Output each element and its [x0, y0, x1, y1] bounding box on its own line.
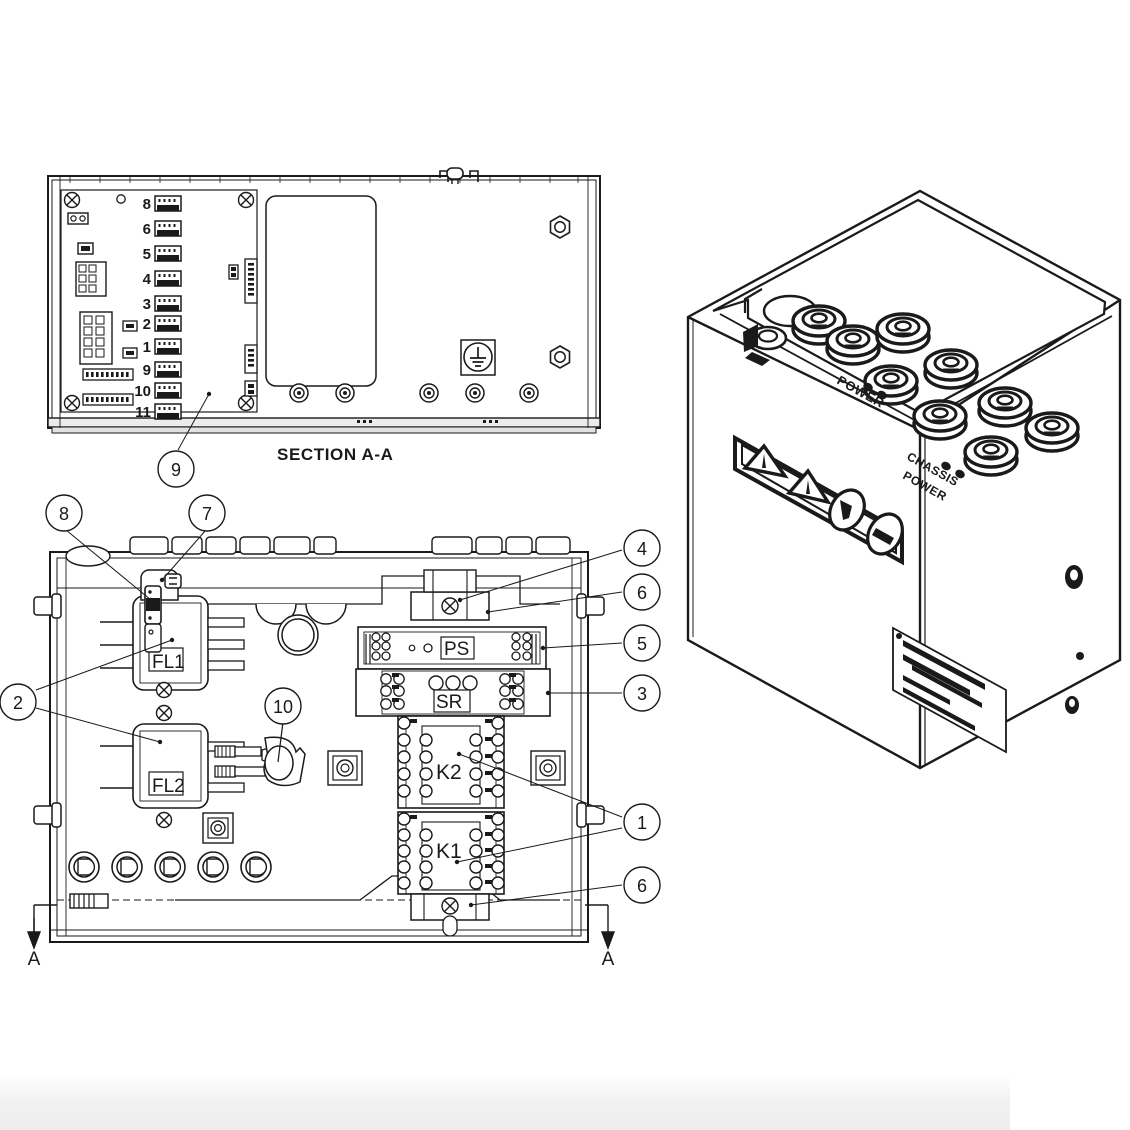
component-ps[interactable]: PS [357, 626, 547, 670]
connector-label-2: 2 [143, 316, 151, 333]
connector-label-11: 11 [135, 404, 151, 421]
connector-label-4: 4 [143, 271, 152, 288]
leader-line [35, 639, 173, 691]
leader-line [65, 529, 152, 601]
iso-corner-fitting [743, 324, 788, 366]
leader-line [542, 642, 623, 649]
balloon-4-label: 4 [637, 539, 647, 559]
balloon-10-label: 10 [273, 697, 293, 717]
section-caption: SECTION A-A [277, 445, 393, 464]
balloon-5-label: 5 [637, 634, 647, 654]
leader-line [487, 591, 623, 613]
iso-side-latches [1065, 565, 1084, 714]
connector-label-8: 8 [143, 196, 151, 213]
balloon-6-top[interactable]: 6 [485, 573, 661, 615]
balloon-3-label: 3 [637, 684, 647, 704]
balloon-8[interactable]: 8 [45, 494, 154, 603]
pcb-connector-row: 8 6 5 4 3 2 1 9 10 11 [134, 195, 182, 421]
balloon-7[interactable]: 7 [159, 494, 226, 583]
balloon-10[interactable]: 10 [264, 687, 302, 763]
plan-mount-bracket-bottom [410, 893, 490, 937]
component-k1[interactable]: K1 [397, 811, 505, 895]
balloon-6-bottom-label: 6 [637, 876, 647, 896]
leader-line [277, 721, 284, 763]
page-bottom-shade-right [1010, 1075, 1130, 1130]
plan-cable-fitting [214, 736, 306, 787]
balloon-1-label: 1 [637, 813, 647, 833]
k2-label: K2 [436, 761, 462, 784]
section-cut-left: A [26, 904, 57, 970]
iso-warning-decal [733, 434, 904, 566]
section-display-window [265, 195, 377, 387]
sr-label: SR [436, 692, 462, 713]
earth-ground-symbol [460, 339, 496, 376]
plan-side-latches [33, 593, 605, 828]
balloon-7-label: 7 [202, 504, 212, 524]
balloon-4[interactable]: 4 [457, 529, 661, 603]
plan-mount-bracket-top [410, 569, 490, 621]
section-pcb: 8 6 5 4 3 2 1 9 10 11 [60, 189, 258, 421]
leader-line [470, 884, 623, 906]
leader-line [161, 529, 207, 581]
balloon-5[interactable]: 5 [540, 624, 661, 662]
balloon-2-label: 2 [13, 693, 23, 713]
section-cut-right: A [585, 904, 616, 970]
plan-top-gland-row [65, 536, 571, 567]
plan-view: FL1 FL2 [0, 494, 661, 970]
balloon-6-top-label: 6 [637, 583, 647, 603]
fl1-label: FL1 [152, 652, 185, 673]
leader-line [458, 753, 623, 818]
isometric-view: POWER CHASSIS POWER [686, 189, 1122, 770]
iso-nameplate [892, 626, 1007, 754]
balloon-8-label: 8 [59, 504, 69, 524]
balloon-9[interactable]: 9 [157, 391, 212, 488]
leader-line [456, 827, 623, 863]
ps-label: PS [444, 639, 469, 660]
plan-small-bosses [202, 750, 566, 844]
section-aa-view: 8 6 5 4 3 2 1 9 10 11 [47, 167, 601, 488]
section-mark-right: A [602, 949, 615, 970]
connector-label-10: 10 [134, 383, 151, 400]
k1-label: K1 [436, 840, 462, 863]
fl2-label: FL2 [152, 776, 185, 797]
plan-edge-connector [69, 893, 109, 909]
component-sr[interactable]: SR [355, 668, 551, 717]
page-bottom-shade [0, 1075, 1130, 1130]
connector-label-9: 9 [143, 362, 151, 379]
balloon-3[interactable]: 3 [545, 674, 661, 712]
plan-round-features [255, 603, 347, 656]
leader-line [177, 393, 210, 451]
balloon-1[interactable]: 1 [454, 751, 661, 865]
leader-line [35, 707, 161, 743]
plan-toggle-switch[interactable] [140, 569, 182, 653]
connector-label-5: 5 [143, 246, 151, 263]
balloon-9-label: 9 [171, 460, 181, 480]
section-mark-left: A [28, 949, 41, 970]
iso-cable-glands [743, 294, 1080, 477]
balloon-2[interactable]: 2 [0, 637, 175, 745]
leader-line [459, 549, 623, 601]
connector-label-6: 6 [143, 221, 151, 238]
component-k2[interactable]: K2 [397, 715, 505, 809]
balloon-6-bottom[interactable]: 6 [468, 866, 661, 908]
connector-label-1: 1 [143, 339, 151, 356]
connector-label-3: 3 [143, 296, 151, 313]
